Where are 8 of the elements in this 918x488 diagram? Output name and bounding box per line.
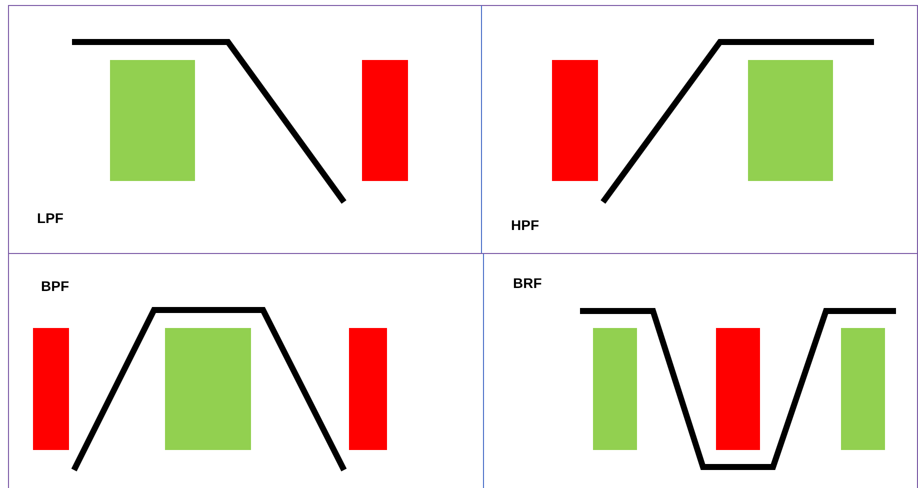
filter-label: BPF <box>41 278 69 294</box>
filter-panel <box>483 253 918 488</box>
filter-panel <box>8 5 482 254</box>
filter-panel <box>481 5 918 254</box>
filter-panel <box>8 253 484 488</box>
filter-label: LPF <box>37 210 64 226</box>
filter-label: BRF <box>513 275 542 291</box>
filter-label: HPF <box>511 217 539 233</box>
